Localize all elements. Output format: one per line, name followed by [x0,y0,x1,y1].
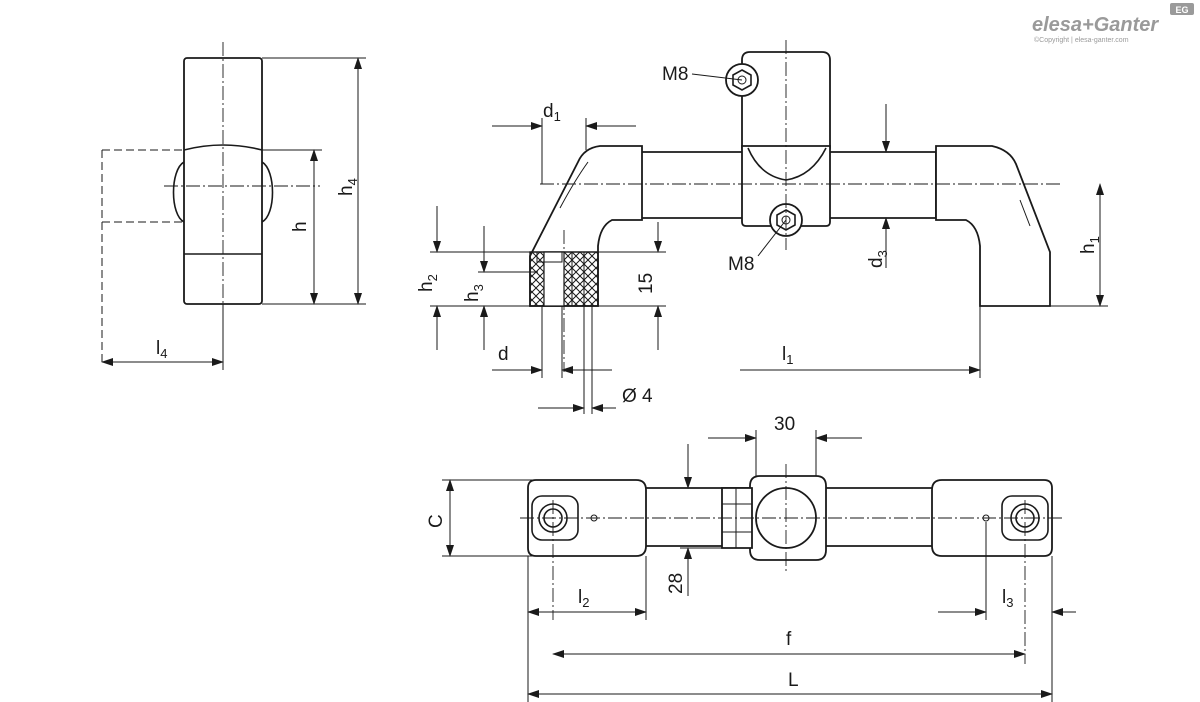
side-hidden-lines [101,149,184,366]
side-clamp-right [261,161,274,223]
side-clamp-left [172,161,185,223]
nut-icon [732,69,752,91]
front-right-leg [935,145,1051,307]
dim-l3-label: l3 [1002,587,1013,610]
dim-l1-label: l1 [782,344,793,367]
dim-d3-label: d3 [866,250,890,268]
dim-d1-label: d1 [543,101,561,124]
dim-28-label: 28 [666,573,687,594]
dim-h2-label: h2 [416,274,440,292]
dim-h1-label: h1 [1078,236,1102,254]
dim-h-label: h [290,221,311,232]
top-view: 30 C 28 l2 l3 f L [426,414,1076,702]
side-clamp-top [183,144,263,151]
dim-l2-label: l2 [578,587,589,610]
badge-text: EG [1175,5,1188,15]
logo-text: elesa+Ganter [1032,14,1159,36]
dim-d-label: d [498,344,509,365]
side-view: h h4 l4 [101,42,366,370]
brand-logo: elesa+Ganter EG ©Copyright | elesa-gante… [1032,3,1194,44]
label-m8-bottom: M8 [728,254,754,275]
dim-phi4-label: Ø 4 [622,386,653,407]
dim-l4-label: l4 [156,338,167,361]
dim-30-label: 30 [774,414,795,435]
dim-c-label: C [426,514,447,528]
dim-h4-label: h4 [336,178,360,196]
label-m8-top: M8 [662,64,688,85]
copyright-text: ©Copyright | elesa-ganter.com [1034,36,1129,44]
front-view: M8 M8 d1 h2 h3 15 d [416,40,1108,414]
dim-15-label: 15 [636,273,657,294]
dim-L-label: L [788,670,799,691]
dim-f-label: f [786,629,792,650]
badge-icon [1170,3,1194,15]
dim-h3-label: h3 [462,284,486,302]
